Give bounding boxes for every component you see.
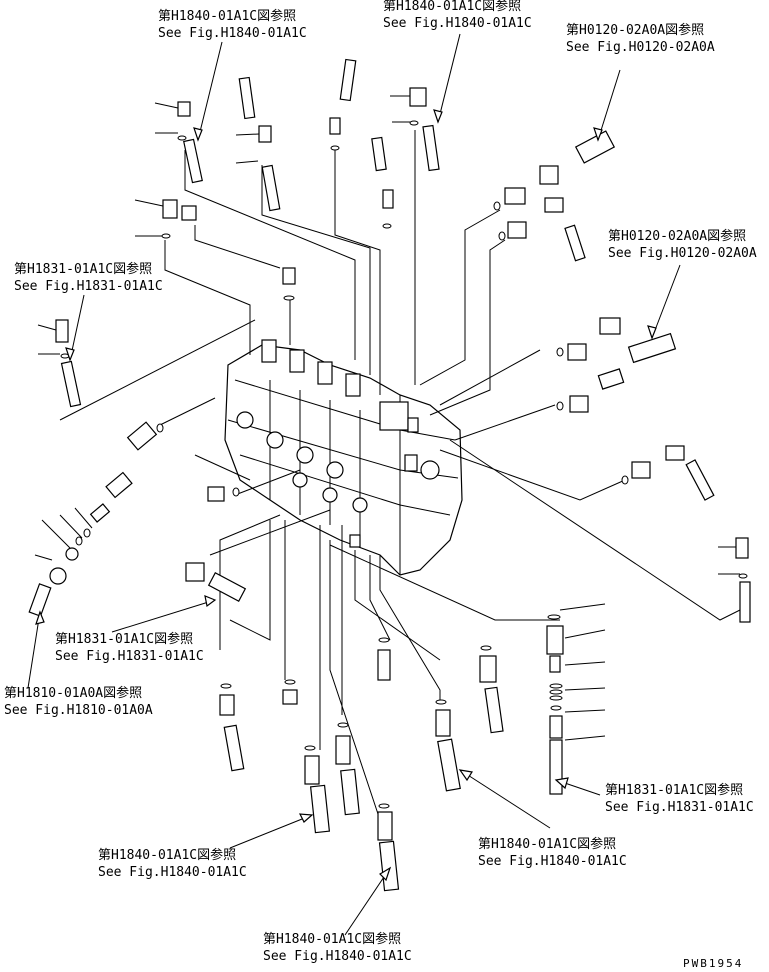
reference-label: 第H1840-01A1C図参照 See Fig.H1840-01A1C xyxy=(383,0,532,31)
reference-label: 第H1840-01A1C図参照 See Fig.H1840-01A1C xyxy=(478,836,627,869)
parts xyxy=(28,58,751,892)
reference-en: See Fig.H0120-02A0A xyxy=(608,246,757,261)
reference-en: See Fig.H1840-01A1C xyxy=(383,16,532,31)
reference-jp: 第H1831-01A1C図参照 xyxy=(14,261,152,277)
reference-jp: 第H1840-01A1C図参照 xyxy=(98,847,236,863)
reference-jp: 第H1840-01A1C図参照 xyxy=(383,0,521,14)
reference-label: 第H1840-01A1C図参照 See Fig.H1840-01A1C xyxy=(158,8,307,41)
reference-jp: 第H1840-01A1C図参照 xyxy=(263,931,401,947)
reference-en: See Fig.H1831-01A1C xyxy=(605,800,754,815)
reference-jp: 第H1810-01A0A図参照 xyxy=(4,685,142,701)
reference-label: 第H1831-01A1C図参照 See Fig.H1831-01A1C xyxy=(605,782,754,815)
reference-label: 第H1810-01A0A図参照 See Fig.H1810-01A0A xyxy=(4,685,153,718)
reference-en: See Fig.H1840-01A1C xyxy=(263,949,412,964)
reference-label: 第H1831-01A1C図参照 See Fig.H1831-01A1C xyxy=(14,261,163,294)
reference-en: See Fig.H1831-01A1C xyxy=(55,649,204,664)
reference-en: See Fig.H1840-01A1C xyxy=(98,865,247,880)
reference-jp: 第H1831-01A1C図参照 xyxy=(605,782,743,798)
reference-jp: 第H1831-01A1C図参照 xyxy=(55,631,193,647)
reference-jp: 第H1840-01A1C図参照 xyxy=(158,8,296,24)
reference-jp: 第H0120-02A0A図参照 xyxy=(566,22,704,38)
leader-lines xyxy=(59,130,741,821)
control-valve-block xyxy=(224,339,463,576)
reference-en: See Fig.H1810-01A0A xyxy=(4,703,153,718)
reference-jp: 第H0120-02A0A図参照 xyxy=(608,228,746,244)
reference-label: 第H0120-02A0A図参照 See Fig.H0120-02A0A xyxy=(608,228,757,261)
drawing-code-text: PWB1954 xyxy=(683,957,743,970)
reference-label: 第H1831-01A1C図参照 See Fig.H1831-01A1C xyxy=(55,631,204,664)
reference-label: 第H1840-01A1C図参照 See Fig.H1840-01A1C xyxy=(98,847,247,880)
reference-label: 第H0120-02A0A図参照 See Fig.H0120-02A0A xyxy=(566,22,715,55)
reference-en: See Fig.H1840-01A1C xyxy=(158,26,307,41)
reference-en: See Fig.H0120-02A0A xyxy=(566,40,715,55)
reference-label: 第H1840-01A1C図参照 See Fig.H1840-01A1C xyxy=(263,931,412,964)
reference-en: See Fig.H1831-01A1C xyxy=(14,279,163,294)
drawing-code: PWB1954 xyxy=(683,957,743,970)
reference-arrows xyxy=(27,33,681,936)
reference-en: See Fig.H1840-01A1C xyxy=(478,854,627,869)
reference-jp: 第H1840-01A1C図参照 xyxy=(478,836,616,852)
